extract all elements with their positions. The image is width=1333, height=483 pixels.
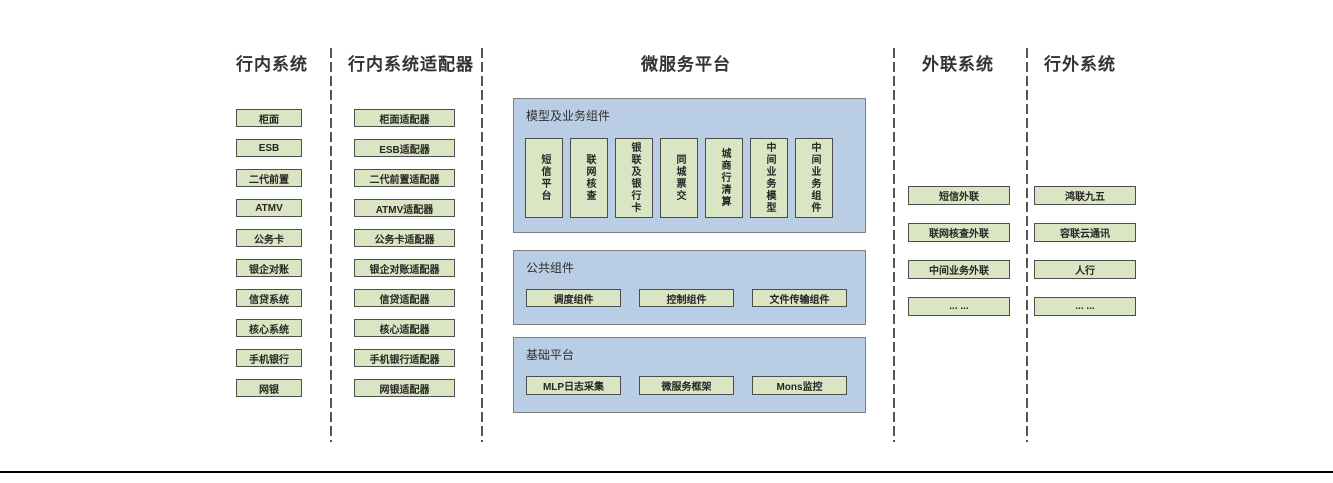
vertical-component-box: 短信平台 — [525, 138, 563, 218]
system-box: 银企对账 — [236, 259, 302, 277]
bottom-divider — [0, 471, 1333, 473]
adapter-box: 二代前置适配器 — [354, 169, 455, 187]
outside-box: 鸿联九五 — [1034, 186, 1136, 205]
vertical-component-box: 联网核查 — [570, 138, 608, 218]
dashed-divider-3 — [893, 48, 895, 442]
vertical-component-box: 中间业务模型 — [750, 138, 788, 218]
component-box: MLP日志采集 — [526, 376, 621, 395]
adapter-box: 柜面适配器 — [354, 109, 455, 127]
column-title-external-systems: 外联系统 — [922, 55, 994, 74]
panel-model-business-components: 模型及业务组件 短信平台联网核查银联及银行卡同城票交城商行清算中间业务模型中间业… — [513, 98, 866, 233]
panel-base-platform: 基础平台 MLP日志采集微服务框架 Mons监控 — [513, 337, 866, 413]
dashed-divider-2 — [481, 48, 483, 442]
column-title-microservice-platform: 微服务平台 — [641, 55, 731, 74]
column-title-outside-systems: 行外系统 — [1044, 55, 1116, 74]
system-box: ESB — [236, 139, 302, 157]
external-systems-list: 短信外联联网核查外联中间业务外联 ... ... — [908, 186, 1010, 316]
adapter-box: 网银适配器 — [354, 379, 455, 397]
panel-title: 模型及业务组件 — [526, 109, 611, 123]
panel-common-components: 公共组件 调度组件控制组件文件传输组件 — [513, 250, 866, 325]
vertical-component-box: 城商行清算 — [705, 138, 743, 218]
system-box: 信贷系统 — [236, 289, 302, 307]
adapter-box: ATMV适配器 — [354, 199, 455, 217]
outside-box: 人行 — [1034, 260, 1136, 279]
system-box: ATMV — [236, 199, 302, 217]
component-box: 调度组件 — [526, 289, 621, 307]
outside-systems-list: 鸿联九五容联云通讯人行 ... ... — [1034, 186, 1136, 316]
column-title-internal-systems: 行内系统 — [236, 55, 308, 74]
adapter-box: 手机银行适配器 — [354, 349, 455, 367]
external-box: 短信外联 — [908, 186, 1010, 205]
system-box: 二代前置 — [236, 169, 302, 187]
component-box: 微服务框架 — [639, 376, 734, 395]
adapter-box: 公务卡适配器 — [354, 229, 455, 247]
component-box: Mons监控 — [752, 376, 847, 395]
base-platform-list: MLP日志采集微服务框架 Mons监控 — [526, 376, 865, 395]
common-components-list: 调度组件控制组件文件传输组件 — [526, 289, 865, 307]
dashed-divider-1 — [330, 48, 332, 442]
panel-title: 公共组件 — [526, 261, 575, 275]
external-box: 联网核查外联 — [908, 223, 1010, 242]
system-box: 手机银行 — [236, 349, 302, 367]
system-box: 核心系统 — [236, 319, 302, 337]
adapter-box: 核心适配器 — [354, 319, 455, 337]
model-components-list: 短信平台联网核查银联及银行卡同城票交城商行清算中间业务模型中间业务组件 — [525, 138, 865, 218]
adapter-box: ESB适配器 — [354, 139, 455, 157]
panel-title: 基础平台 — [526, 348, 575, 362]
system-box: 网银 — [236, 379, 302, 397]
system-box: 柜面 — [236, 109, 302, 127]
adapter-box: 信贷适配器 — [354, 289, 455, 307]
component-box: 控制组件 — [639, 289, 734, 307]
internal-systems-list: 柜面 ESB 二代前置 ATMV 公务卡银企对账信贷系统核心系统手机银行网银 — [236, 109, 302, 397]
outside-box: 容联云通讯 — [1034, 223, 1136, 242]
internal-adapters-list: 柜面适配器 ESB适配器二代前置适配器 ATMV适配器公务卡适配器银企对账适配器信贷… — [354, 109, 455, 397]
system-box: 公务卡 — [236, 229, 302, 247]
component-box: 文件传输组件 — [752, 289, 847, 307]
vertical-component-box: 中间业务组件 — [795, 138, 833, 218]
external-box: ... ... — [908, 297, 1010, 316]
dashed-divider-4 — [1026, 48, 1028, 442]
external-box: 中间业务外联 — [908, 260, 1010, 279]
vertical-component-box: 同城票交 — [660, 138, 698, 218]
adapter-box: 银企对账适配器 — [354, 259, 455, 277]
vertical-component-box: 银联及银行卡 — [615, 138, 653, 218]
column-title-internal-adapters: 行内系统适配器 — [348, 55, 474, 74]
outside-box: ... ... — [1034, 297, 1136, 316]
